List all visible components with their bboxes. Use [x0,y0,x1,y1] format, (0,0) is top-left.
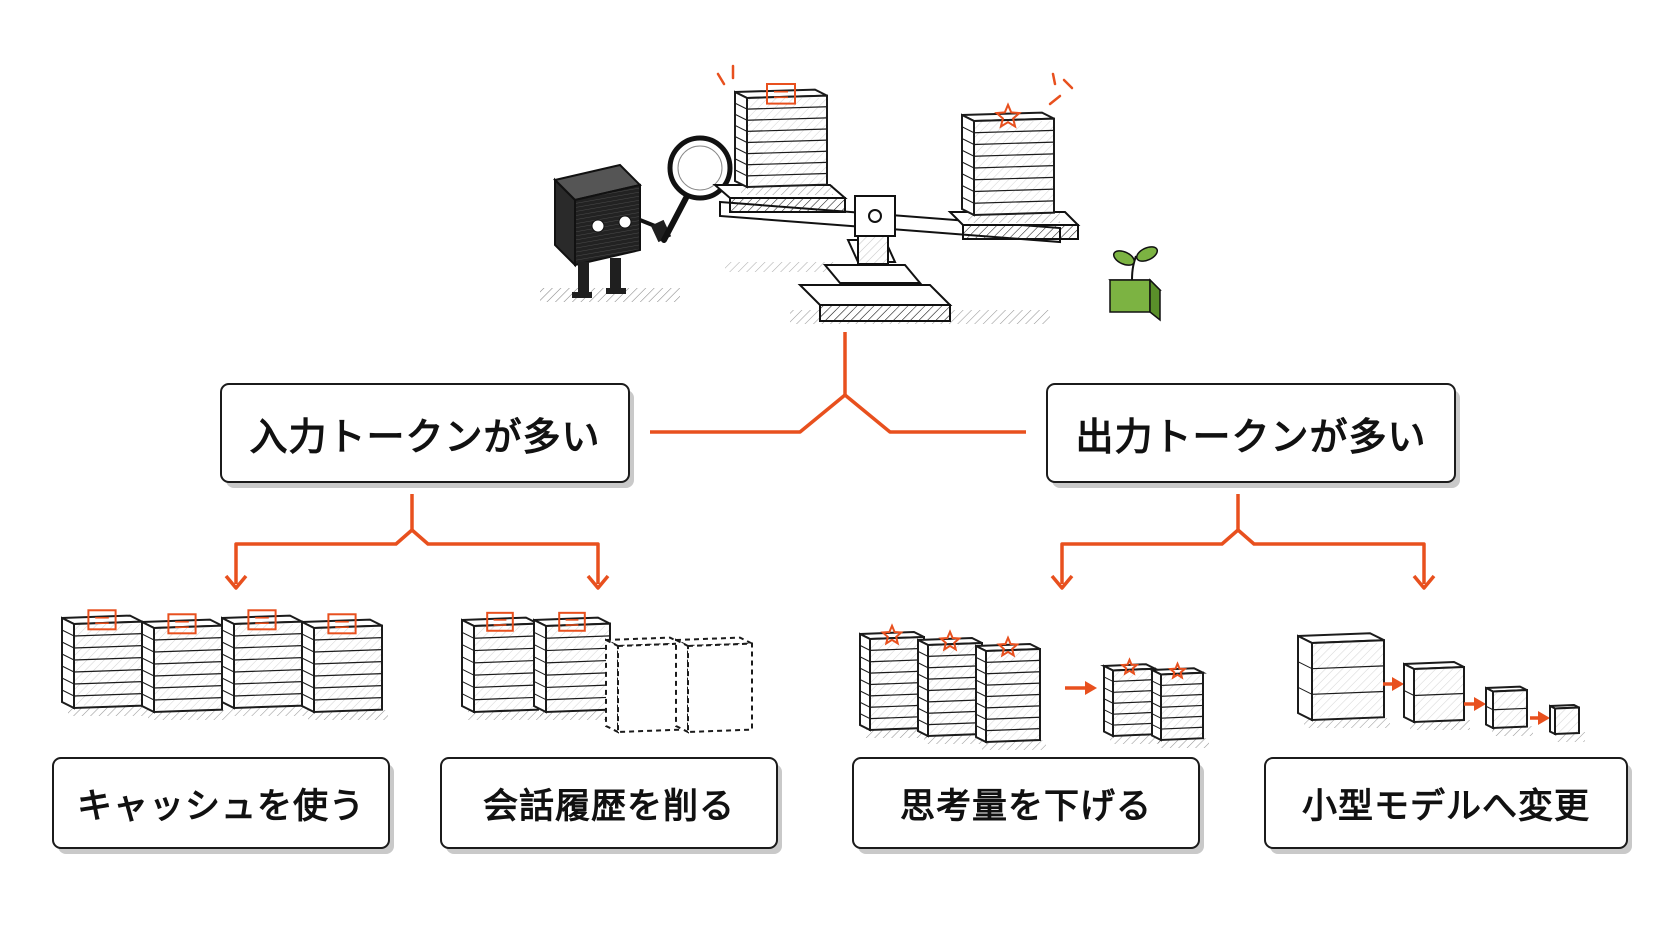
smaller-model-box: 小型モデルへ変更 [1264,757,1628,849]
use-cache-box: キャッシュを使う [52,757,390,849]
scale-base [797,223,953,322]
trim-history-label: 会話履歴を削る [482,786,735,827]
input-token-stack [734,83,833,195]
magnifying-glass-icon [661,135,733,243]
input-branch-connector [224,494,610,590]
input-tokens-high-box: 入力トークンが多い [220,383,630,483]
root-connector [650,332,1026,434]
reduce-thinking-box: 思考量を下げる [852,757,1200,849]
output-tokens-high-label: 出力トークンが多い [1075,414,1427,459]
reduced-thinking-illustration [859,623,1209,750]
output-branch-connector [1050,494,1436,590]
sparkle-icon [716,64,1074,106]
trimmed-history-illustration [461,611,753,734]
sprout-icon [1108,246,1162,322]
use-cache-label: キャッシュを使う [76,786,365,827]
input-tokens-high-label: 入力トークンが多い [249,414,601,459]
cache-stacks-illustration [61,609,388,720]
robot-icon [553,163,672,298]
output-token-stack [961,102,1060,223]
smaller-model-illustration [1297,632,1585,742]
reduce-thinking-label: 思考量を下げる [899,786,1152,827]
smaller-model-label: 小型モデルへ変更 [1301,786,1590,827]
output-tokens-high-box: 出力トークンが多い [1046,383,1456,483]
trim-history-box: 会話履歴を削る [440,757,778,849]
